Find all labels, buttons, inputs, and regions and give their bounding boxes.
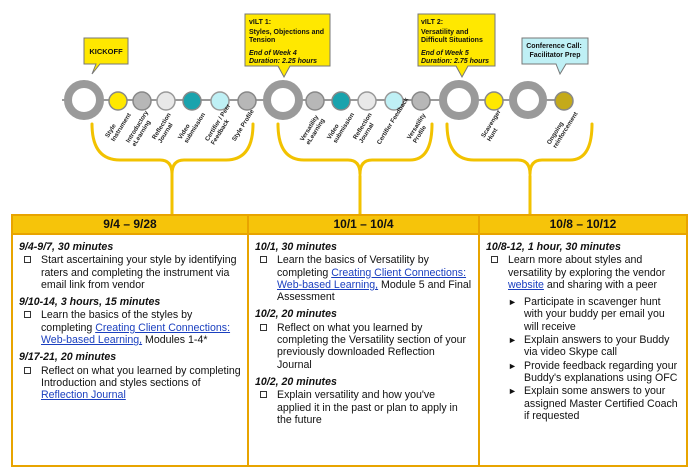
schedule-column-2: 10/1 – 10/4 10/1, 30 minutes Learn the b… bbox=[249, 216, 480, 465]
link-vendor-website[interactable]: website bbox=[508, 278, 544, 291]
svg-text:Styles, Objections and T: Styles, Objections and Tension bbox=[249, 29, 326, 44]
callout-vilt2-subtitle-2: Difficult Situations bbox=[421, 37, 483, 44]
c2-session-3-item: Explain versatility and how you've appli… bbox=[255, 389, 472, 426]
callout-vilt1-subtitle-1: Styles, Objections and bbox=[249, 29, 324, 36]
callout-vilt1-subtitle-2: Tension bbox=[249, 37, 275, 44]
label-reflection-journal-2: ReflectionJournal bbox=[352, 112, 380, 145]
arrow-bullet-icon: ► bbox=[508, 297, 517, 308]
checkbox-icon bbox=[260, 256, 267, 264]
column-2-header: 10/1 – 10/4 bbox=[249, 216, 478, 235]
callout-vilt1: vILT 1: Styles, Objections and Tension E… bbox=[244, 13, 331, 79]
c1-session-1-time: 9/4-9/7, 30 minutes bbox=[19, 241, 114, 253]
svg-text:Versatility and Difficul: Versatility and Difficult Situations bbox=[421, 29, 483, 44]
milestone-kickoff bbox=[64, 80, 104, 120]
checkbox-icon bbox=[491, 256, 498, 264]
c2-session-2-time: 10/2, 20 minutes bbox=[255, 308, 337, 321]
column-3-header: 10/8 – 10/12 bbox=[480, 216, 686, 235]
c3-session-1-item: Learn more about styles and versatility … bbox=[486, 254, 680, 291]
milestone-vilt2 bbox=[439, 80, 479, 120]
label-scavenger-hunt: ScavengerHunt bbox=[480, 108, 509, 142]
brace-period-1 bbox=[90, 122, 255, 216]
c2-session-2-item: Reflect on what you learned by completin… bbox=[255, 322, 472, 371]
activity-dot-certifier-feedback bbox=[384, 91, 404, 111]
activity-dot-style-profile bbox=[237, 91, 257, 111]
link-creating-client-connections-2[interactable]: Creating Client Connections: Web-based L… bbox=[277, 266, 467, 291]
callout-vilt2-subtitle-1: Versatility and bbox=[421, 29, 468, 36]
milestone-vilt1 bbox=[263, 80, 303, 120]
callout-vilt1-title: vILT 1: bbox=[249, 19, 271, 26]
c2-session-1-item: Learn the basics of Versatility by compl… bbox=[255, 254, 472, 303]
callout-conference: Conference Call: Facilitator Prep bbox=[521, 37, 589, 76]
c3-subitem: ►Explain some answers to your assigned M… bbox=[508, 385, 678, 422]
activity-dot-ongoing-reinforcement bbox=[554, 91, 574, 111]
activity-dot-introductory-elearning bbox=[132, 91, 152, 111]
c3-subitem: ►Participate in scavenger hunt with your… bbox=[508, 296, 665, 333]
svg-text:Conference Call: Facilit: Conference Call: Facilitator Prep bbox=[526, 43, 584, 59]
checkbox-icon bbox=[24, 256, 31, 264]
callout-kickoff-title: KICKOFF bbox=[89, 47, 123, 56]
brace-period-3 bbox=[445, 122, 594, 216]
milestone-conference bbox=[509, 81, 547, 119]
activity-dot-style-instrument bbox=[108, 91, 128, 111]
c3-subitem: ►Provide feedback regarding your Buddy's… bbox=[508, 359, 678, 384]
column-1-header: 9/4 – 9/28 bbox=[13, 216, 247, 235]
activity-dot-reflection-journal-2 bbox=[357, 91, 377, 111]
activity-dot-scavenger-hunt bbox=[484, 91, 504, 111]
checkbox-icon bbox=[260, 391, 267, 399]
c1-session-1-item: Start ascertaining your style by identif… bbox=[19, 254, 241, 291]
brace-period-2 bbox=[276, 122, 434, 216]
label-ongoing-reinforcement: Ongoingreinforcement bbox=[546, 107, 580, 149]
callout-vilt1-duration: Duration: 2.25 hours bbox=[249, 58, 317, 65]
activity-dot-video-submission-2 bbox=[331, 91, 351, 111]
callout-vilt2-when: End of Week 5 bbox=[421, 50, 469, 57]
c1-session-3-item: Reflect on what you learned by completin… bbox=[19, 365, 241, 402]
activity-dot-video-submission bbox=[182, 91, 202, 111]
c1-session-2-item: Learn the basics of the styles by comple… bbox=[19, 309, 241, 346]
activity-dot-reflection-journal bbox=[156, 91, 176, 111]
callout-conference-title-1: Conference Call: bbox=[526, 43, 582, 50]
activity-dot-versatility-elearning bbox=[305, 91, 325, 111]
arrow-bullet-icon: ► bbox=[508, 335, 517, 346]
label-reflection-journal: ReflectionJournal bbox=[151, 112, 179, 145]
callout-vilt2: vILT 2: Versatility and Difficult Situat… bbox=[417, 13, 496, 79]
c3-session-1-time: 10/8-12, 1 hour, 30 minutes bbox=[486, 241, 621, 253]
callout-vilt1-when: End of Week 4 bbox=[249, 50, 297, 57]
schedule-table: 9/4 – 9/28 9/4-9/7, 30 minutes Start asc… bbox=[11, 214, 688, 467]
callout-conference-title-2: Facilitator Prep bbox=[530, 52, 581, 59]
link-reflection-journal[interactable]: Reflection Journal bbox=[41, 389, 126, 402]
callout-kickoff: KICKOFF bbox=[83, 37, 129, 75]
c2-session-1-time: 10/1, 30 minutes bbox=[255, 241, 337, 253]
label-video-submission-2: Videosubmission bbox=[326, 108, 356, 145]
link-creating-client-connections[interactable]: Creating Client Connections: Web-based L… bbox=[41, 321, 231, 347]
activity-dot-versatility-profile bbox=[411, 91, 431, 111]
c1-session-2-time: 9/10-14, 3 hours, 15 minutes bbox=[19, 296, 161, 309]
callout-vilt2-duration: Duration: 2.75 hours bbox=[421, 58, 489, 65]
checkbox-icon bbox=[24, 366, 31, 374]
c2-session-3-time: 10/2, 20 minutes bbox=[255, 375, 337, 388]
callout-vilt2-title: vILT 2: bbox=[421, 19, 443, 26]
c1-session-3-time: 9/17-21, 20 minutes bbox=[19, 351, 117, 364]
c3-subitem: ►Explain answers to your Buddy via video… bbox=[508, 334, 670, 359]
checkbox-icon bbox=[260, 323, 267, 331]
schedule-column-3: 10/8 – 10/12 10/8-12, 1 hour, 30 minutes… bbox=[480, 216, 686, 465]
activity-dot-certifier-peer-feedback bbox=[210, 91, 230, 111]
label-versatility-elearning: VersatilityeLearning bbox=[299, 114, 327, 147]
arrow-bullet-icon: ► bbox=[508, 360, 517, 371]
checkbox-icon bbox=[24, 311, 31, 319]
arrow-bullet-icon: ► bbox=[508, 386, 517, 397]
schedule-column-1: 9/4 – 9/28 9/4-9/7, 30 minutes Start asc… bbox=[13, 216, 249, 465]
